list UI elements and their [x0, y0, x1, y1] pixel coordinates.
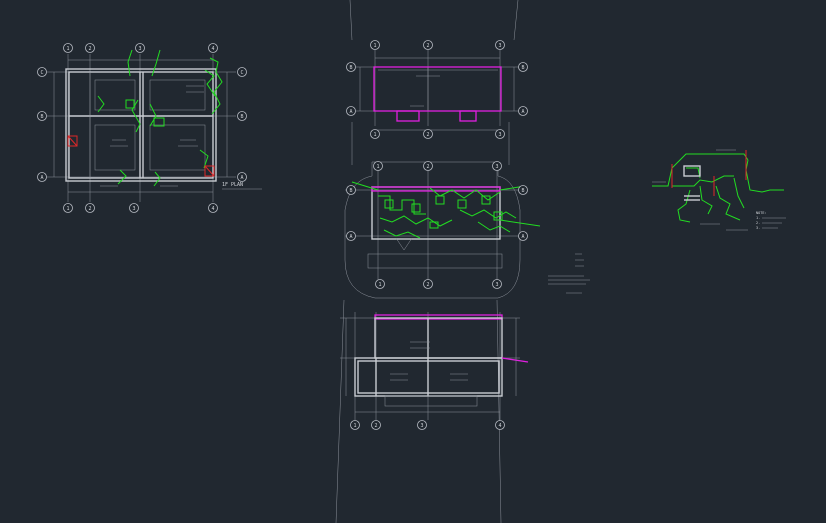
grid-label: 3: [420, 423, 423, 429]
grid-label: 3: [498, 43, 501, 49]
site-outline: [344, 161, 521, 299]
detail-labels: [652, 149, 748, 231]
grid-label: 3: [498, 132, 501, 138]
grid-bubbles-side: C B A C B A: [37, 67, 247, 182]
grid-label: 4: [211, 46, 214, 52]
highlighted-pad: [459, 110, 477, 122]
drawing-title: 1F PLAN: [222, 182, 243, 188]
grid-label: B: [521, 188, 524, 194]
grid-lines: [340, 312, 520, 420]
grid-label: 4: [211, 206, 214, 212]
grid-label: 1: [373, 132, 376, 138]
grid-label: 2: [426, 164, 429, 170]
walls: [65, 68, 217, 182]
grid-label: 1: [66, 206, 69, 212]
grid-bubbles: 1 2 3 1 2 3 B A B A: [346, 40, 528, 139]
grid-lines: [47, 54, 236, 202]
grid-label: A: [521, 234, 524, 240]
grid-label: 1: [373, 43, 376, 49]
grid-label: 2: [426, 43, 429, 49]
grid-bubbles: 1 2 3 4: [350, 420, 505, 430]
dimension-lines: [345, 318, 517, 413]
floor-plan-middle[interactable]: 1 2 3 1 2 3 B A B A: [344, 161, 541, 299]
grid-label: B: [349, 65, 352, 71]
grid-bubbles-top: 1 2 3 4: [63, 43, 218, 53]
grid-label: C: [240, 70, 243, 76]
piping-isometric-detail[interactable]: NOTE: 1. 2. 3.: [652, 149, 786, 231]
grid-label: A: [40, 175, 43, 181]
grid-label: B: [40, 114, 43, 120]
notes-block: [548, 253, 590, 294]
grid-label: B: [521, 65, 524, 71]
grid-label: A: [349, 234, 352, 240]
grid-label: 2: [88, 206, 91, 212]
red-markers: [67, 135, 215, 177]
grid-label: A: [521, 109, 524, 115]
grid-label: C: [40, 70, 43, 76]
grid-label: 2: [426, 132, 429, 138]
grid-label: 2: [426, 282, 429, 288]
grid-label: 2: [88, 46, 91, 52]
highlighted-wall: [371, 186, 501, 192]
grid-label: 3: [138, 46, 141, 52]
grid-label: 3: [495, 282, 498, 288]
note-line: NOTE:: [756, 211, 767, 215]
grid-label: A: [349, 109, 352, 115]
dimension-lines: [359, 57, 515, 131]
note-line: 2.: [756, 221, 760, 225]
text-ticks: [100, 85, 204, 187]
green-annotations: [97, 49, 223, 187]
grid-bubbles-bottom: 1 2 3 4: [63, 203, 218, 213]
grid-label: 1: [376, 164, 379, 170]
highlighted-pad: [396, 110, 420, 122]
grid-lines: [356, 50, 520, 126]
grid-label: A: [240, 175, 243, 181]
piping-annotations: [351, 181, 541, 239]
floor-plan-left[interactable]: 1 2 3 4 1 2 3 4 C B A C B A: [37, 43, 263, 213]
grid-label: 2: [374, 423, 377, 429]
pipe-risers: [671, 150, 747, 201]
grid-label: 1: [353, 423, 356, 429]
highlighted-wall: [374, 314, 503, 320]
floor-plan-top[interactable]: 1 2 3 1 2 3 B A B A: [346, 40, 528, 139]
grid-label: 1: [66, 46, 69, 52]
floor-plan-bottom[interactable]: 1 2 3 4: [340, 312, 529, 430]
detail-notes: NOTE: 1. 2. 3.: [756, 211, 786, 230]
grid-label: B: [349, 188, 352, 194]
dimension-lines: [53, 59, 228, 193]
note-line: 1.: [756, 216, 760, 220]
site-boundary: [335, 0, 519, 523]
grid-bubbles: 1 2 3 1 2 3 B A B A: [346, 161, 528, 289]
grid-label: 3: [495, 164, 498, 170]
grid-label: 1: [378, 282, 381, 288]
grid-label: 4: [498, 423, 501, 429]
grid-label: 3: [132, 206, 135, 212]
grid-label: B: [240, 114, 243, 120]
highlighted-room-outline: [373, 66, 502, 112]
note-line: 3.: [756, 226, 760, 230]
